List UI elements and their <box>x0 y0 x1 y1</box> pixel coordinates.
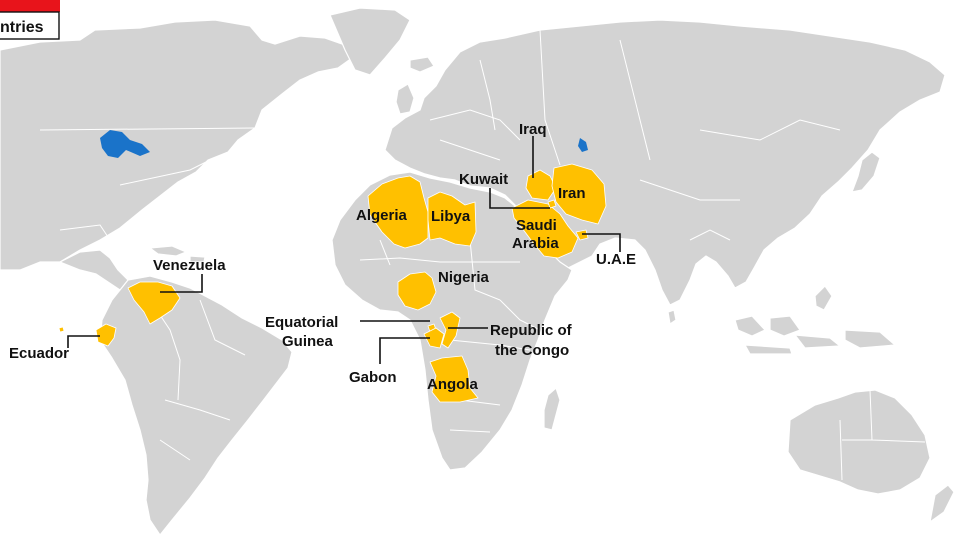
landmass-iceland <box>409 56 435 73</box>
label-congo-line2: the Congo <box>495 342 569 359</box>
great-lakes <box>100 130 150 158</box>
landmass-japan <box>851 151 881 193</box>
country-borders <box>39 29 926 481</box>
label-congo-line1: Republic of <box>490 322 573 339</box>
label-uae: U.A.E <box>596 251 636 268</box>
legend-box <box>0 11 60 40</box>
region-gabon <box>423 327 445 349</box>
label-libya: Libya <box>431 208 471 225</box>
region-algeria <box>367 175 429 249</box>
leader-lines <box>67 136 621 364</box>
label-nigeria: Nigeria <box>438 269 490 286</box>
region-saudi-arabia <box>511 199 579 259</box>
label-algeria: Algeria <box>356 207 408 224</box>
landmass-new-zealand <box>929 484 955 523</box>
region-angola <box>429 355 479 403</box>
label-venezuela: Venezuela <box>153 257 226 274</box>
region-nigeria <box>397 271 437 311</box>
region-uae <box>575 229 589 241</box>
country-labels: Iraq Kuwait Iran Algeria Libya Saudi Ara… <box>9 121 636 393</box>
label-equatorial-guinea-line1: Equatorial <box>265 314 338 331</box>
label-saudi-arabia-line2: Arabia <box>512 235 559 252</box>
label-angola: Angola <box>427 376 478 393</box>
lakes <box>100 130 588 158</box>
region-galapagos <box>58 326 65 333</box>
legend-red-swatch <box>0 0 60 12</box>
leader-venezuela <box>160 274 203 293</box>
region-kuwait <box>547 199 557 209</box>
leader-kuwait <box>489 188 550 209</box>
landmass-indonesia <box>734 285 896 355</box>
landmass-greenland <box>329 7 411 76</box>
landmass-south-america <box>99 275 293 536</box>
region-ecuador <box>95 323 117 347</box>
region-congo <box>439 311 461 349</box>
landmass-north-america <box>0 19 353 271</box>
label-iraq: Iraq <box>519 121 547 138</box>
leader-ecuador <box>67 335 100 348</box>
landmass-australia <box>787 389 931 495</box>
landmass-britain <box>395 83 415 115</box>
label-iran: Iran <box>558 185 586 202</box>
region-iran <box>551 163 607 225</box>
label-equatorial-guinea-line2: Guinea <box>282 333 334 350</box>
leader-uae <box>582 233 621 252</box>
leader-gabon <box>379 337 430 364</box>
region-libya <box>427 191 477 247</box>
caspian-lake <box>578 138 588 152</box>
label-kuwait: Kuwait <box>459 171 508 188</box>
landmass-caribbean <box>149 245 206 263</box>
landmass-madagascar <box>543 387 561 431</box>
label-ecuador: Ecuador <box>9 345 69 362</box>
label-saudi-arabia-line1: Saudi <box>516 217 557 234</box>
legend: ntries <box>0 0 60 40</box>
label-gabon: Gabon <box>349 369 397 386</box>
legend-label: ntries <box>0 19 44 36</box>
landmass-sri-lanka <box>667 309 677 325</box>
